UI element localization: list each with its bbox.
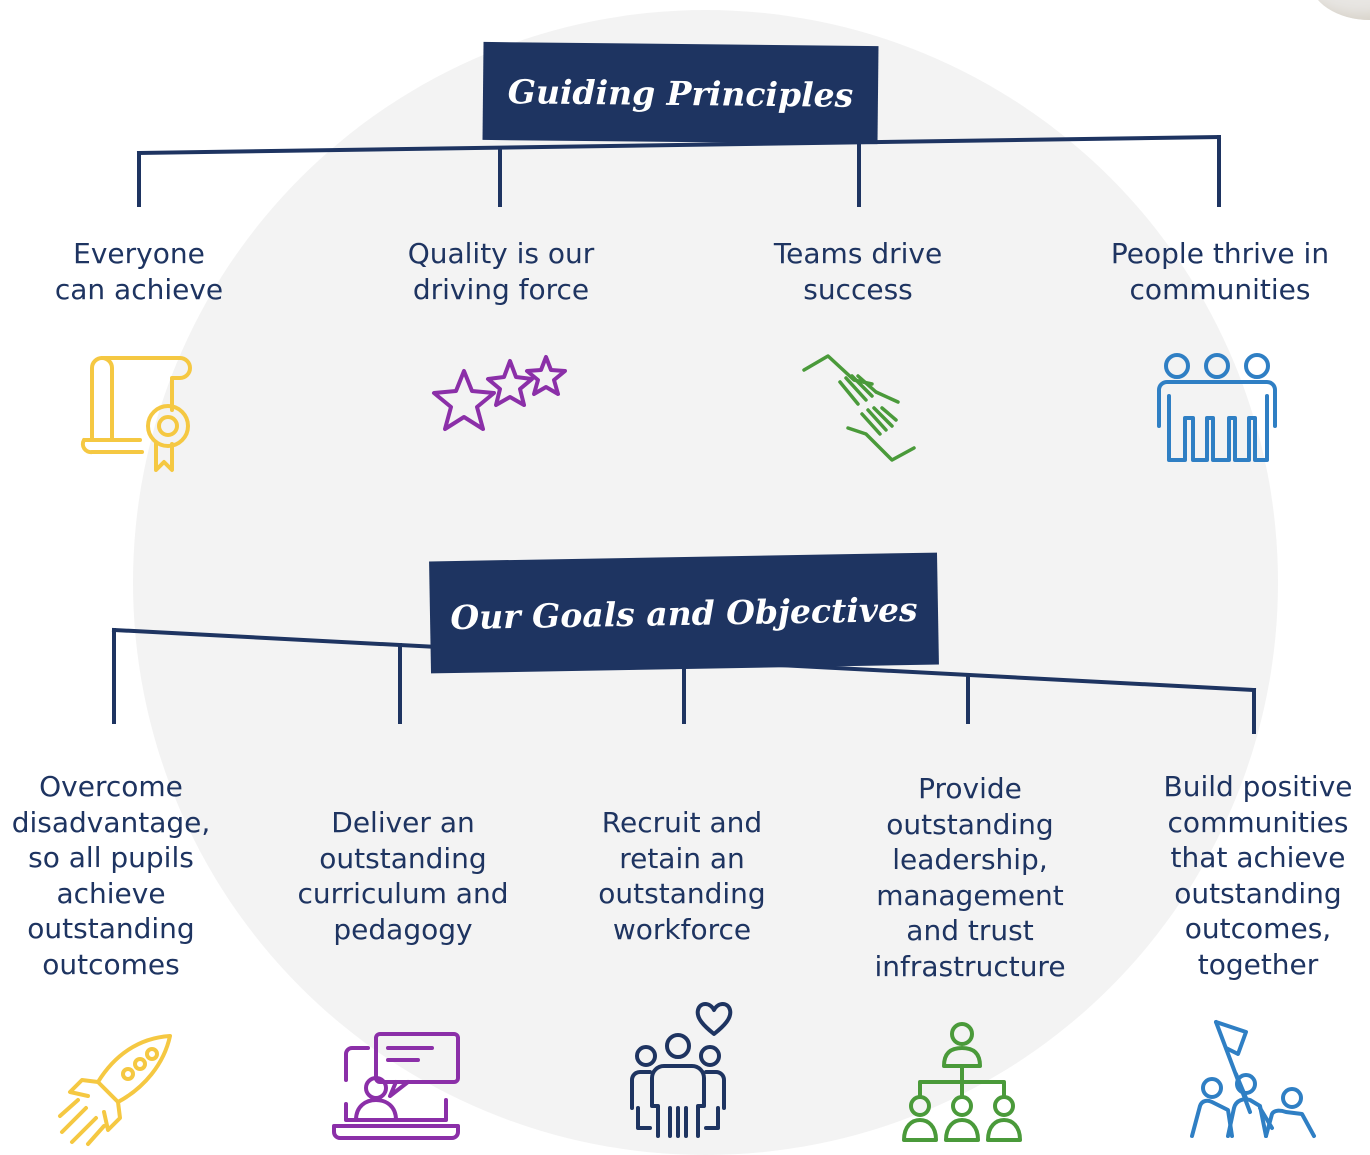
goal-label-line: infrastructure bbox=[874, 949, 1066, 983]
goal-label-line: and trust bbox=[906, 914, 1034, 947]
goal-label-line: Build positive bbox=[1163, 770, 1353, 803]
goal-label-line: curriculum and bbox=[297, 877, 509, 910]
certificate-scroll-icon bbox=[80, 350, 200, 475]
rocket-icon bbox=[58, 1030, 178, 1148]
goals-banner: Our Goals and Objectives bbox=[429, 552, 939, 674]
goal-build-communities: Build positive communities that achieve … bbox=[1163, 769, 1352, 982]
goal-label-line: Recruit and bbox=[601, 806, 763, 839]
org-chart-icon bbox=[898, 1022, 1026, 1144]
goal-label-line: Provide bbox=[918, 772, 1022, 805]
goal-provide-leadership: Provide outstanding leadership, manageme… bbox=[874, 771, 1065, 984]
goal-label-line: retain an bbox=[619, 841, 745, 875]
principle-people-thrive: People thrive in communities bbox=[1111, 236, 1329, 307]
goal-label-line: that achieve bbox=[1170, 841, 1346, 874]
goal-label-line: management bbox=[876, 878, 1064, 912]
goal-label-line: achieve bbox=[56, 876, 166, 910]
goal-label-line: outcomes bbox=[42, 947, 180, 981]
goal-label-line: so all pupils bbox=[28, 841, 194, 874]
goal-label-line: communities bbox=[1167, 805, 1349, 839]
helping-hands-icon bbox=[800, 348, 918, 466]
principle-label-line: People thrive in bbox=[1110, 237, 1330, 270]
principle-label-line: Teams drive bbox=[773, 237, 943, 270]
goal-label-line: outstanding bbox=[598, 877, 766, 910]
goal-label-line: outstanding bbox=[27, 912, 195, 945]
stars-icon bbox=[428, 353, 568, 448]
community-group-icon bbox=[1155, 352, 1280, 464]
gp-connector-bar bbox=[136, 134, 1222, 156]
goal-label-line: leadership, bbox=[892, 843, 1048, 876]
guiding-principles-title: Guiding Principles bbox=[507, 71, 854, 115]
principle-label-line: Everyone bbox=[73, 237, 205, 270]
team-heart-icon bbox=[624, 998, 734, 1142]
goal-overcome-disadvantage: Overcome disadvantage, so all pupils ach… bbox=[12, 769, 211, 982]
goal-label-line: Deliver an bbox=[331, 806, 475, 839]
goal-label-line: outstanding bbox=[886, 807, 1054, 841]
principle-everyone-can-achieve: Everyone can achieve bbox=[55, 236, 223, 307]
goal-label-line: Overcome bbox=[39, 770, 183, 803]
principle-label-line: Quality is our bbox=[407, 237, 595, 270]
goal-deliver-curriculum: Deliver an outstanding curriculum and pe… bbox=[298, 805, 509, 947]
goal-label-line: outstanding bbox=[319, 841, 487, 875]
principle-label-line: communities bbox=[1129, 272, 1311, 306]
guiding-principles-banner: Guiding Principles bbox=[482, 41, 879, 145]
goal-label-line: workforce bbox=[612, 912, 752, 946]
principle-label-line: success bbox=[803, 272, 913, 306]
goal-label-line: outstanding bbox=[1174, 876, 1342, 910]
goal-label-line: disadvantage, bbox=[11, 805, 211, 839]
principle-quality: Quality is our driving force bbox=[408, 236, 595, 307]
principle-label-line: driving force bbox=[412, 272, 590, 306]
goal-label-line: pedagogy bbox=[333, 912, 473, 946]
online-teaching-icon bbox=[332, 1030, 462, 1142]
principle-teams: Teams drive success bbox=[774, 236, 942, 307]
goal-recruit-retain: Recruit and retain an outstanding workfo… bbox=[598, 805, 765, 947]
flag-team-icon bbox=[1188, 1018, 1318, 1142]
principle-label-line: can achieve bbox=[54, 272, 224, 306]
goals-title: Our Goals and Objectives bbox=[450, 589, 918, 637]
goal-label-line: outcomes, bbox=[1184, 912, 1332, 945]
goal-label-line: together bbox=[1197, 947, 1319, 981]
